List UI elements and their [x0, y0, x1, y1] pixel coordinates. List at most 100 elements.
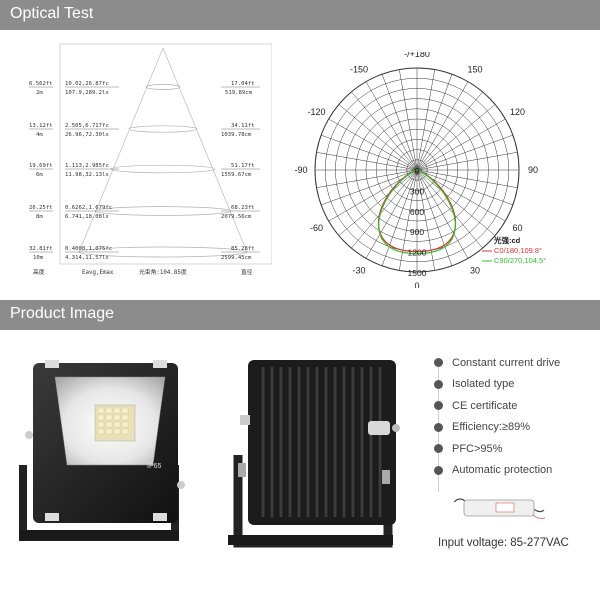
bullet-dot	[434, 422, 443, 432]
polar-radial-label: 300	[410, 186, 424, 196]
side-screw	[240, 415, 250, 425]
row-fc: 0.6262,1.679fc	[65, 205, 112, 211]
row-fc: 2.505,6.717fc	[65, 123, 109, 129]
row-lx: 26.96,72.30lx	[65, 132, 109, 138]
polar-radial-label: 900	[410, 227, 424, 237]
polar-angle-label: -90	[294, 165, 307, 175]
polar-angle-label: -/+180	[404, 52, 430, 59]
cable-gland	[368, 421, 390, 435]
polar-angle-label: 90	[528, 165, 538, 175]
row-height-ft: 19.69ft	[29, 163, 53, 169]
product-image-header: Product Image	[0, 300, 600, 330]
polar-spoke	[416, 74, 453, 171]
polar-spoke	[416, 134, 513, 171]
ip-rating-badge: IP65	[147, 463, 162, 470]
polar-spoke	[416, 69, 435, 171]
row-height-m: 8m	[36, 214, 43, 220]
polar-spoke	[416, 169, 513, 206]
polar-spoke	[316, 169, 418, 188]
side-screw	[25, 431, 33, 439]
bracket-base	[19, 530, 179, 540]
row-height-m: 2m	[36, 90, 43, 96]
footer-diameter-label: 直径	[241, 268, 253, 276]
driver-label	[495, 502, 515, 513]
polar-spoke	[416, 169, 435, 271]
illuminance-cone-diagram: 6.562ft 2m 10.02,26.87fc 107.9,289.2lx 1…	[29, 43, 272, 276]
row-height-m: 4m	[36, 132, 43, 138]
cone-ellipses	[78, 84, 248, 258]
polar-spoke	[321, 134, 418, 171]
polar-spoke	[416, 169, 496, 236]
polar-spoke	[416, 91, 483, 171]
corner-cap	[153, 513, 167, 521]
cone-ellipse-6m	[110, 164, 216, 174]
footer-height-label: 高度	[33, 268, 45, 276]
corner-cap	[45, 513, 59, 521]
polar-spoke	[365, 81, 418, 171]
feature-item: Automatic protection	[430, 460, 600, 482]
polar-spoke	[338, 169, 418, 236]
polar-spoke	[351, 169, 418, 249]
polar-spoke	[416, 152, 518, 171]
polar-radial-label: 1500	[408, 268, 427, 278]
floodlight-back-image	[228, 360, 400, 548]
row-fc: 1.113,2.985fc	[65, 163, 109, 169]
polar-radial-label: 1200	[408, 248, 427, 258]
polar-spoke	[416, 81, 469, 171]
bullet-dot	[434, 465, 443, 475]
feature-item: PFC>95%	[430, 438, 600, 460]
bullet-dot	[434, 401, 443, 411]
polar-spoke	[416, 169, 483, 249]
polar-angle-label: -30	[352, 265, 365, 275]
footer-eavg-label: Eavg,Emax	[82, 270, 114, 276]
row-diam-ft: 17.04ft	[231, 81, 255, 87]
row-fc: 10.02,26.87fc	[65, 81, 109, 87]
feature-item: Constant current drive	[430, 352, 600, 374]
polar-angle-label: -150	[350, 65, 368, 75]
polar-spoke	[416, 118, 506, 171]
feature-text: PFC>95%	[452, 442, 503, 455]
polar-radial-label: 0	[415, 166, 420, 176]
row-diam-cm: 1039.78cm	[221, 132, 252, 138]
legend-c90: C90/270,104.5°	[494, 256, 546, 265]
cone-edge-right	[162, 47, 248, 253]
row-height-ft: 6.562ft	[29, 81, 53, 87]
bracket-knob	[382, 470, 390, 484]
polar-spoke	[381, 169, 418, 266]
footer-beam-angle: 光束角:104.85度	[139, 268, 187, 276]
polar-spoke	[381, 74, 418, 171]
row-diam-ft: 51.17ft	[231, 163, 255, 169]
polar-spoke	[328, 118, 418, 171]
cone-ellipse-2m	[145, 84, 181, 90]
polar-spoke	[321, 169, 418, 206]
cone-frame	[59, 43, 272, 265]
cone-ellipse-4m	[128, 125, 198, 133]
polar-curves	[377, 169, 457, 255]
polar-spoke	[416, 169, 453, 266]
polar-angle-label: -120	[308, 107, 326, 117]
polar-intensity-chart: -/+1801501209060300-30-60-90-120-1500300…	[294, 52, 546, 288]
curve-c0-180	[377, 169, 457, 253]
heatsink-fins	[260, 367, 383, 517]
polar-spoke	[416, 104, 496, 171]
row-height-ft: 32.81ft	[29, 246, 53, 252]
row-diam-cm: 519.89cm	[225, 90, 253, 96]
row-lx: 4.314,11.57lx	[65, 255, 109, 261]
polar-grid	[314, 67, 520, 273]
polar-spoke	[351, 91, 418, 171]
polar-labels: -/+1801501209060300-30-60-90-120-1500300…	[294, 52, 538, 288]
polar-angle-label: 150	[467, 65, 482, 75]
optical-test-title: Optical Test	[10, 5, 94, 22]
polar-spoke	[416, 169, 469, 259]
polar-spoke	[338, 104, 418, 171]
bullet-dot	[434, 358, 443, 368]
product-image-title: Product Image	[10, 305, 115, 322]
feature-item: CE certificate	[430, 395, 600, 417]
corner-cap	[153, 360, 167, 368]
row-diam-ft: 68.23ft	[231, 205, 255, 211]
polar-spoke	[399, 69, 418, 171]
polar-spoke	[365, 169, 418, 259]
row-height-ft: 13.12ft	[29, 123, 53, 129]
bracket-base	[228, 535, 393, 545]
feature-text: CE certificate	[452, 399, 518, 412]
